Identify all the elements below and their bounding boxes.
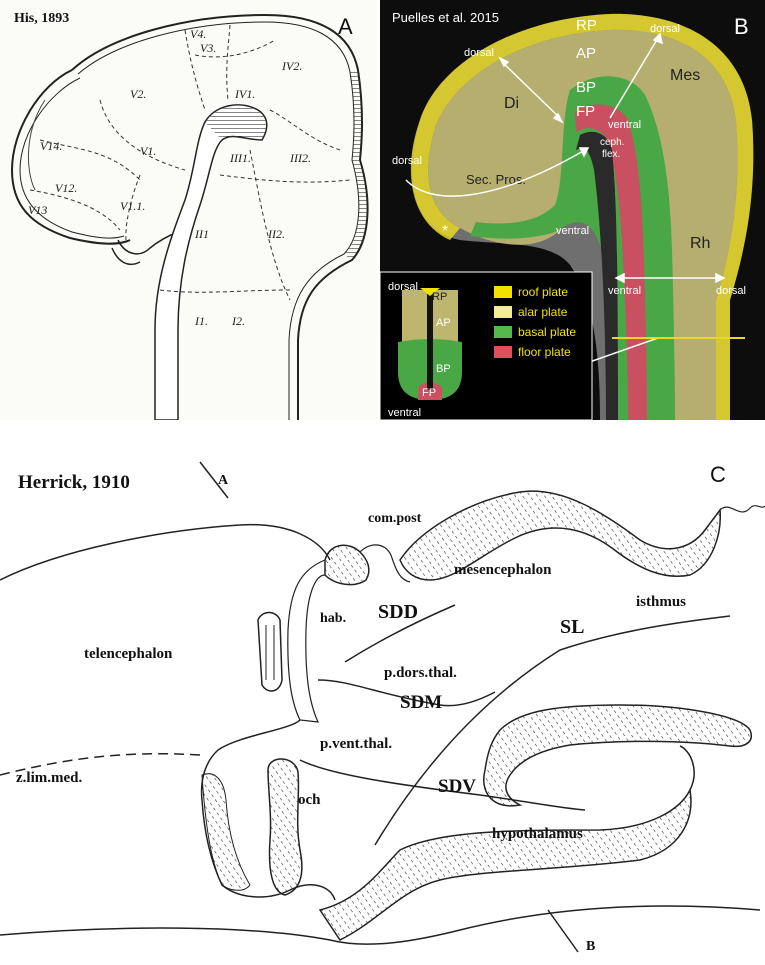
region-label: V12. (55, 181, 77, 195)
label-mesencephalon: mesencephalon (454, 562, 552, 578)
panel-b-letter: B (734, 14, 749, 39)
section-mark-b (547, 909, 579, 953)
arrowhead (552, 112, 564, 124)
panel-a-letter: A (338, 14, 353, 39)
label-p-dors-thal: p.dors.thal. (384, 665, 457, 681)
label-sec-pros: Sec. Pros. (466, 172, 526, 187)
inset-dorsal: dorsal (388, 281, 418, 293)
region-label: III2. (289, 151, 311, 165)
axis-dorsal-top-right: dorsal (650, 23, 680, 35)
panel-b-puelles-2015: Puelles et al. 2015 B RP AP BP FP Di Mes… (380, 0, 765, 420)
region-label: IV2. (281, 59, 302, 73)
label-sl: SL (560, 616, 584, 638)
panel-c-letter: C (710, 462, 726, 487)
dorsoventral-arrow (501, 61, 561, 119)
legend-alar-plate: alar plate (518, 305, 568, 319)
herrick-diencephalon-drawing: Herrick, 1910 A B com.post mesencephalon… (0, 461, 765, 954)
label-telencephalon: telencephalon (84, 646, 173, 662)
region-label: V1.1. (120, 199, 145, 213)
his-embryo-brain-drawing: His, 1893 A V4. V3. IV2. V2. IV1. V14. V… (10, 11, 369, 420)
axis-dorsal-left: dorsal (392, 155, 422, 167)
legend-basal-plate: basal plate (518, 325, 576, 339)
sulcus-sdv (299, 759, 586, 811)
label-och: och (298, 792, 321, 808)
label-p-vent-thal: p.vent.thal. (320, 736, 392, 752)
inset-fp: FP (422, 387, 436, 399)
region-label: V1. (140, 144, 156, 158)
arrowhead (578, 147, 590, 158)
label-z-lim-med: z.lim.med. (16, 770, 82, 786)
sulcus-sdm (317, 679, 496, 707)
panel-a-his-1893: His, 1893 A V4. V3. IV2. V2. IV1. V14. V… (0, 0, 377, 420)
label-asterisk: * (442, 223, 448, 240)
arrowhead (715, 272, 726, 284)
section-mark-a (199, 461, 229, 499)
panel-b-citation: Puelles et al. 2015 (392, 10, 499, 25)
region-label: V14. (40, 139, 62, 153)
region-label: I2. (231, 314, 245, 328)
label-mes: Mes (670, 67, 700, 84)
legend-roof-plate: roof plate (518, 285, 568, 299)
region-label: V3. (200, 41, 216, 55)
label-sdd: SDD (378, 601, 418, 623)
inset-ap: AP (436, 317, 451, 329)
label-ceph: ceph. (600, 137, 624, 148)
label-sdm: SDM (400, 692, 442, 713)
region-label: V2. (130, 87, 146, 101)
label-di: Di (504, 95, 519, 112)
region-label: II1 (194, 227, 209, 241)
region-label: IV1. (234, 87, 255, 101)
legend-swatch-roof (494, 286, 512, 298)
panel-c-herrick-1910: Herrick, 1910 A B com.post mesencephalon… (0, 430, 765, 965)
label-bp: BP (576, 79, 596, 96)
axis-dorsal-rh: dorsal (716, 285, 746, 297)
panel-c-citation: Herrick, 1910 (18, 472, 130, 493)
axis-dorsal-top-left: dorsal (464, 47, 494, 59)
region-label: III1. (229, 151, 251, 165)
axis-ventral-mid: ventral (556, 225, 589, 237)
inset-bp: BP (436, 363, 451, 375)
zona-limitans-line (0, 752, 201, 776)
cross-section-inset: dorsal ventral RP AP BP FP roof plate al… (380, 271, 593, 420)
legend-floor-plate: floor plate (518, 345, 571, 359)
axis-ventral-rh: ventral (608, 285, 641, 297)
legend-swatch-basal (494, 326, 512, 338)
axis-ventral-center: ventral (608, 119, 641, 131)
arrowhead (614, 272, 625, 284)
label-flex: flex. (602, 149, 620, 160)
panel-a-citation: His, 1893 (14, 11, 69, 26)
sulcus-sl (374, 615, 731, 846)
inset-ventral: ventral (388, 407, 421, 419)
label-rp: RP (576, 17, 597, 34)
label-com-post: com.post (368, 511, 422, 526)
inset-rp: RP (432, 291, 447, 303)
label-sdv: SDV (438, 776, 476, 797)
label-fp: FP (576, 103, 595, 120)
label-rh: Rh (690, 235, 710, 252)
sulcus-sdd (344, 604, 456, 663)
curved-arrow (405, 149, 586, 197)
region-label: V13 (28, 203, 47, 217)
label-hab: hab. (320, 611, 346, 626)
section-label-b: B (586, 939, 595, 954)
arrowhead (498, 56, 510, 68)
label-hypothalamus: hypothalamus (492, 826, 583, 842)
puelles-colored-brain: Puelles et al. 2015 B RP AP BP FP Di Mes… (380, 10, 765, 420)
legend-swatch-floor (494, 346, 512, 358)
region-label: V4. (190, 27, 206, 41)
label-ap: AP (576, 45, 596, 62)
region-label: I1. (194, 314, 208, 328)
region-label: II2. (267, 227, 285, 241)
arrowhead (652, 32, 664, 45)
dorsoventral-arrow (609, 37, 659, 119)
label-isthmus: isthmus (636, 594, 686, 610)
legend-swatch-alar (494, 306, 512, 318)
section-label-a: A (218, 473, 229, 488)
